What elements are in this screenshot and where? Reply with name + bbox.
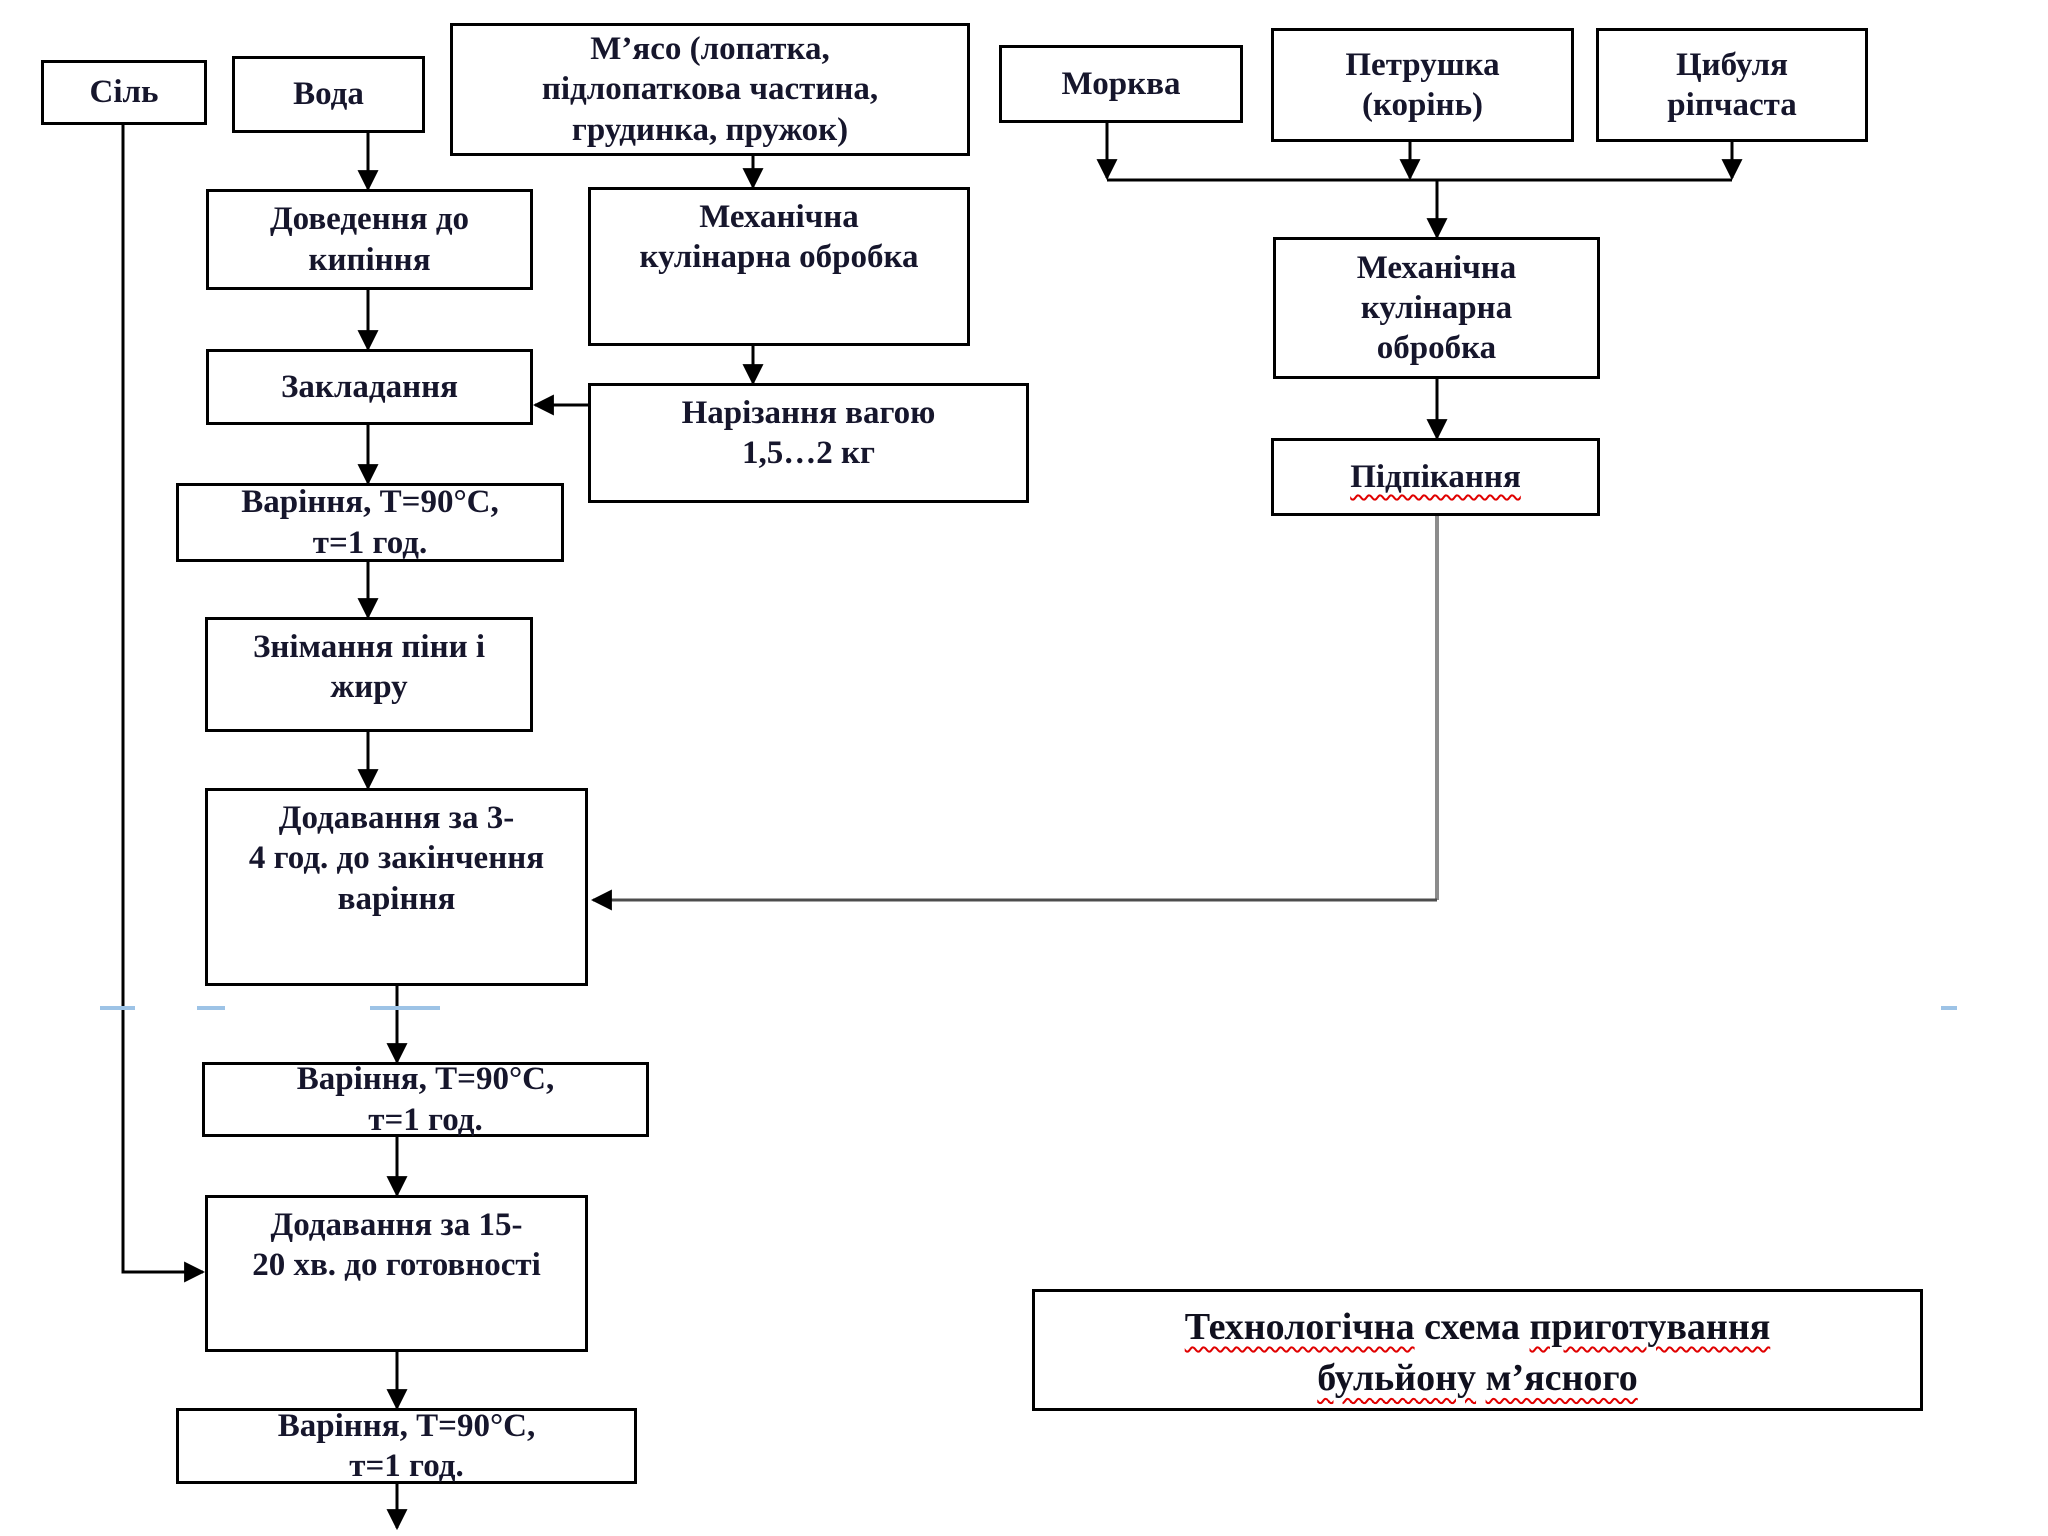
node-cooking-3: Варіння, Т=90°С, т=1 год. [176, 1408, 637, 1484]
node-cooking-2: Варіння, Т=90°С, т=1 год. [202, 1061, 649, 1138]
title-word: Технологічна [1184, 1306, 1415, 1348]
node-bring-to-boil: Доведення до кипіння [206, 189, 533, 290]
arrow-salt-to-adding1520 [121, 125, 206, 1283]
node-adding-3-4-hours: Додавання за 3- 4 год. до закінчення вар… [205, 788, 588, 986]
node-salt: Сіль [41, 60, 207, 125]
title-word: м’ясного [1485, 1357, 1638, 1400]
node-skimming-foam-fat: Знімання піни і жиру [205, 617, 533, 732]
title-word: схема [1424, 1306, 1520, 1348]
node-meat: М’ясо (лопатка, підлопаткова частина, гр… [450, 23, 970, 156]
node-cooking-1: Варіння, Т=90°С, т=1 год. [176, 483, 564, 562]
node-cutting-by-weight: Нарізання вагою 1,5…2 кг [588, 383, 1029, 503]
node-browning: Підпікання [1271, 438, 1600, 516]
node-onion: Цибуля ріпчаста [1596, 28, 1868, 142]
node-mechanical-processing-meat: Механічна кулінарна обробка [588, 187, 970, 346]
node-browning-label: Підпікання [1350, 458, 1521, 495]
diagram-title-box: Технологічна схема приготування бульйону… [1032, 1289, 1923, 1411]
title-word: приготування [1529, 1306, 1771, 1348]
node-parsley-root: Петрушка (корінь) [1271, 28, 1574, 142]
title-word: бульйону [1317, 1357, 1477, 1400]
diagram-title: Технологічна схема приготування бульйону… [1185, 1302, 1771, 1405]
node-laying-in: Закладання [206, 349, 533, 425]
node-water: Вода [232, 56, 425, 133]
node-adding-15-20-min: Додавання за 15- 20 хв. до готовності [205, 1195, 588, 1352]
node-carrot: Морква [999, 45, 1243, 123]
node-mechanical-processing-vegetables: Механічна кулінарна обробка [1273, 237, 1600, 379]
